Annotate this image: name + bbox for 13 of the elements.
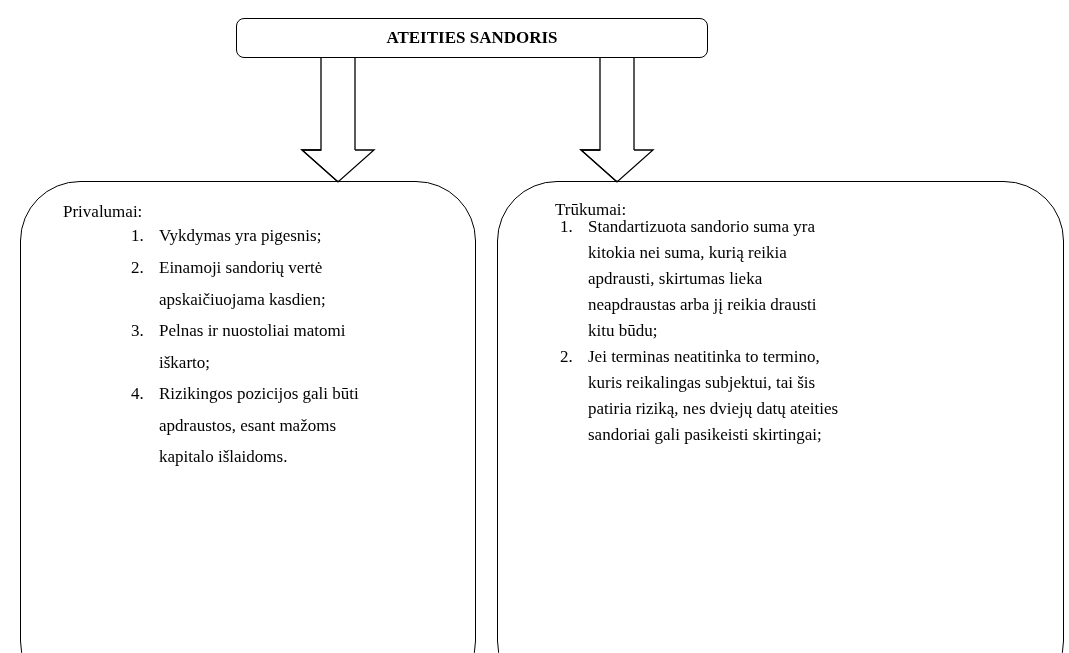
list-number: 2. [131, 257, 145, 279]
list-item-text: Pelnas ir nuostoliai matomi iškarto; [159, 320, 347, 374]
list-item-text: Jei terminas neatitinka to termino, kuris reikalingas subjektui, tai šis patiria riziką, nes dviejų datų ateities sandoriai gali pasikeisti skirtingai; [588, 346, 840, 446]
list-item-text: Vykdymas yra pigesnis; [159, 225, 322, 247]
list-item-text: Rizikingos pozicijos gali būti apdraustos, esant mažoms kapitalo išlaidoms. [159, 383, 360, 468]
list-number: 1. [131, 225, 145, 247]
list-number: 4. [131, 383, 145, 405]
section-heading: Privalumai: [63, 202, 143, 222]
list-number: 2. [560, 346, 574, 368]
list-number: 3. [131, 320, 145, 342]
title-text: ATEITIES SANDORIS [385, 28, 559, 48]
list-item-text: Einamoji sandorių vertė apskaičiuojama kasdien; [159, 257, 327, 311]
title-box [236, 18, 708, 58]
